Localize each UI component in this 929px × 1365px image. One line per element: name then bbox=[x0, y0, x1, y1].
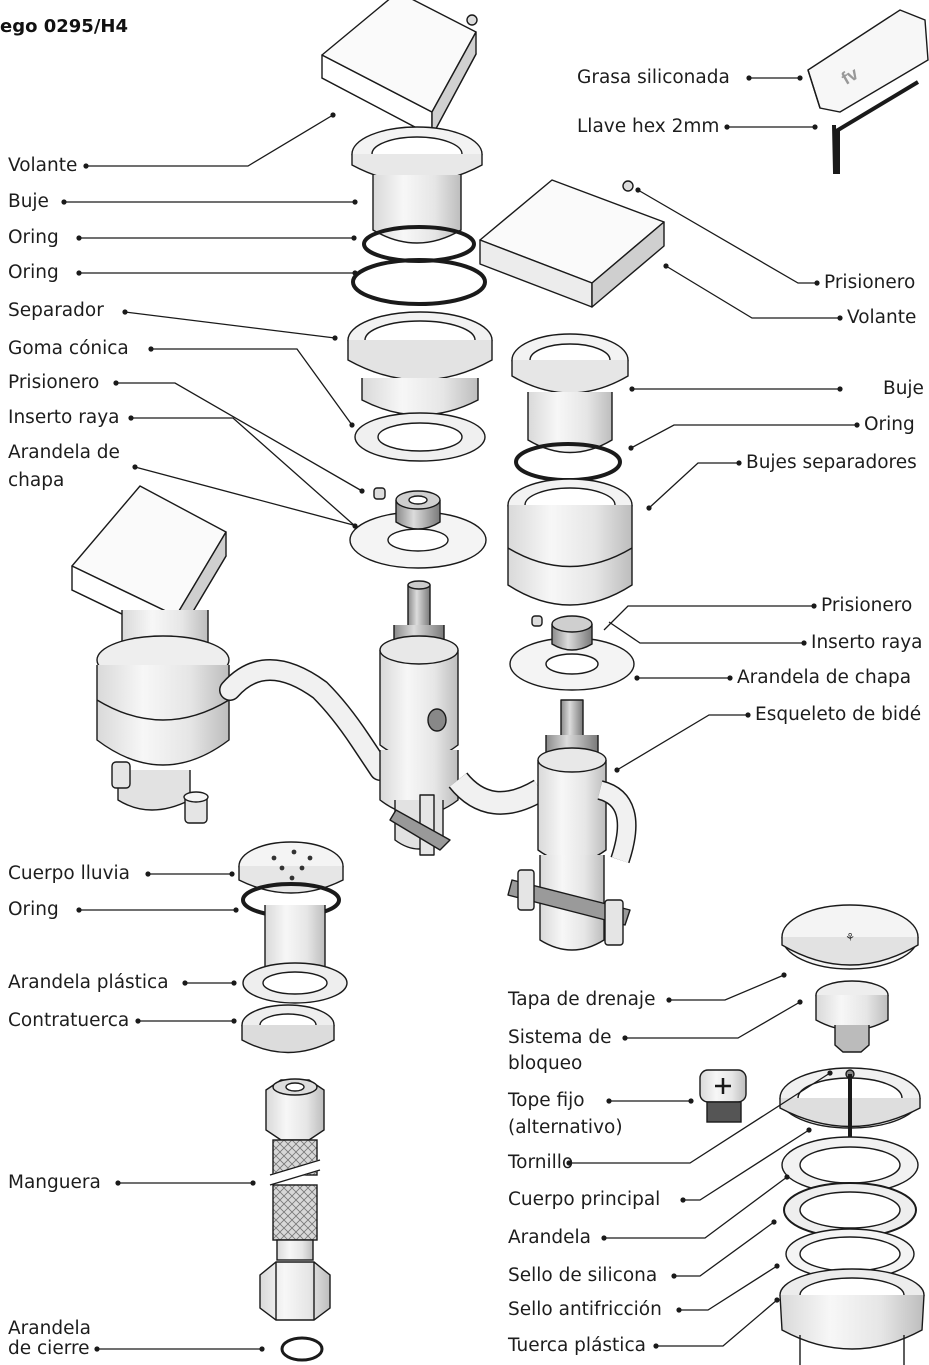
label-contratuerca: Contratuerca bbox=[8, 1010, 130, 1031]
leader-dots bbox=[61, 75, 860, 1352]
esqueleto-bide bbox=[507, 699, 637, 951]
label-buje-right: Buje bbox=[883, 378, 924, 399]
label-oring-left-1: Oring bbox=[8, 227, 59, 248]
buje-right bbox=[511, 333, 629, 454]
arandela-cierre bbox=[280, 1336, 324, 1362]
label-buje-left: Buje bbox=[8, 191, 49, 212]
label-cuerpo-principal: Cuerpo principal bbox=[508, 1189, 661, 1210]
label-inserto-raya-left: Inserto raya bbox=[8, 407, 120, 428]
label-tornillo: Tornillo bbox=[508, 1152, 574, 1173]
label-oring-left-2: Oring bbox=[8, 262, 59, 283]
grasa-tube bbox=[807, 9, 929, 113]
label-arandela-chapa-right: Arandela de chapa bbox=[737, 667, 912, 688]
label-llave: Llave hex 2mm bbox=[577, 116, 720, 137]
label-volante-right: Volante bbox=[847, 307, 917, 328]
separador bbox=[347, 311, 493, 416]
label-tuerca-plastica: Tuerca plástica bbox=[508, 1335, 646, 1356]
bujes-separadores bbox=[507, 478, 633, 606]
volante-right bbox=[479, 179, 665, 308]
label-grasa: Grasa siliconada bbox=[577, 67, 730, 88]
label-separador: Separador bbox=[8, 300, 104, 321]
tope-fijo bbox=[699, 1069, 747, 1123]
label-goma-conica: Goma cónica bbox=[8, 338, 129, 359]
label-tope-fijo-2: (alternativo) bbox=[508, 1117, 623, 1138]
tuerca-plastica bbox=[779, 1268, 925, 1365]
leader-lines bbox=[64, 77, 857, 1350]
label-manguera: Manguera bbox=[8, 1172, 101, 1193]
prisionero-left bbox=[373, 487, 386, 500]
contratuerca bbox=[241, 1004, 335, 1054]
label-arandela-cierre-2: de cierre bbox=[8, 1338, 90, 1359]
label-sello-antifriccion: Sello antifricción bbox=[508, 1299, 662, 1320]
label-sistema-bloqueo-1: Sistema de bbox=[508, 1027, 612, 1048]
left-assembled-valve bbox=[71, 485, 230, 824]
label-sello-silicona: Sello de silicona bbox=[508, 1265, 658, 1286]
label-esqueleto: Esqueleto de bidé bbox=[755, 704, 922, 725]
buje-top bbox=[351, 126, 483, 244]
label-arandela-chapa-left-2: chapa bbox=[8, 470, 65, 491]
tapa-drenaje: ⚘ bbox=[781, 904, 919, 970]
label-oring-lluvia: Oring bbox=[8, 899, 59, 920]
label-tapa-drenaje: Tapa de drenaje bbox=[508, 989, 656, 1010]
label-tope-fijo-1: Tope fijo bbox=[508, 1090, 585, 1111]
sistema-bloqueo bbox=[815, 980, 889, 1053]
svg-text:⚘: ⚘ bbox=[845, 931, 855, 944]
inserto-raya-left bbox=[395, 490, 441, 530]
label-prisionero-right-1: Prisionero bbox=[824, 272, 916, 293]
label-volante-left: Volante bbox=[8, 155, 78, 176]
label-sistema-bloqueo-2: bloqueo bbox=[508, 1053, 583, 1074]
label-arandela-cierre-1: Arandela bbox=[8, 1318, 91, 1339]
llave-hex bbox=[832, 80, 920, 174]
label-prisionero-left: Prisionero bbox=[8, 372, 100, 393]
label-arandela-plastica: Arandela plástica bbox=[8, 972, 169, 993]
label-oring-right: Oring bbox=[864, 414, 915, 435]
label-arandela-chapa-left-1: Arandela de bbox=[8, 442, 120, 463]
center-cartridge bbox=[379, 580, 459, 856]
volante-top bbox=[321, 0, 478, 137]
manguera bbox=[259, 1078, 331, 1321]
prisionero-right bbox=[531, 615, 543, 627]
label-inserto-raya-right: Inserto raya bbox=[811, 632, 923, 653]
label-bujes-separadores: Bujes separadores bbox=[746, 452, 917, 473]
model-title: ego 0295/H4 bbox=[0, 16, 128, 37]
label-cuerpo-lluvia: Cuerpo lluvia bbox=[8, 863, 131, 884]
oring-top-2 bbox=[351, 258, 487, 306]
label-prisionero-right-2: Prisionero bbox=[821, 595, 913, 616]
label-arandela: Arandela bbox=[508, 1227, 591, 1248]
inserto-raya-right bbox=[551, 615, 593, 651]
